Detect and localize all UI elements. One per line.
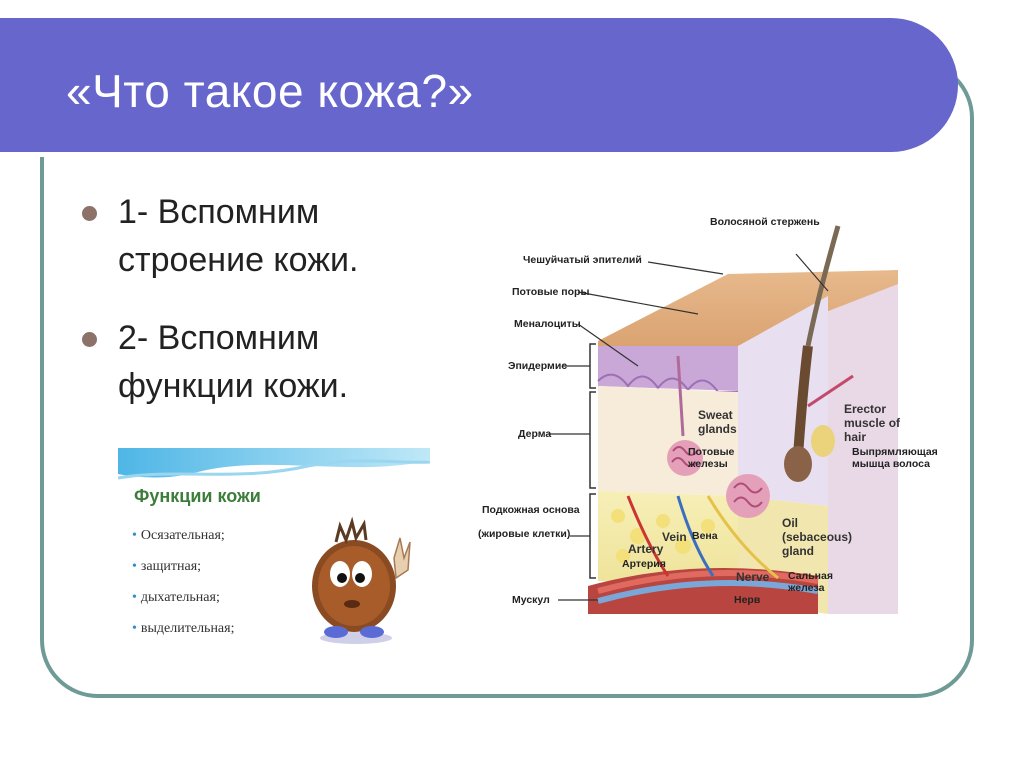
- label-epidermis: Эпидермис: [508, 360, 568, 372]
- card-title: Функции кожи: [134, 486, 261, 506]
- skin-cross-section-illustration: [548, 225, 898, 614]
- label-oil-gland-en: Oil (sebaceous) gland: [782, 516, 853, 558]
- label-vein-en: Vein: [662, 530, 687, 544]
- bullet-item: 1- Вспомним строение кожи.: [82, 188, 442, 284]
- label-muscle: Мускул: [512, 594, 550, 606]
- label-scaly-epithelium: Чешуйчатый эпителий: [523, 254, 642, 266]
- bullet-dot: [82, 206, 97, 221]
- label-dermis: Дерма: [518, 428, 552, 440]
- card-list-item: •защитная;: [132, 559, 202, 574]
- label-fat-cells: (жировые клетки): [478, 528, 571, 540]
- card-list-item: •дыхательная;: [132, 590, 220, 605]
- label-subcutaneous: Подкожная основа: [482, 504, 580, 516]
- bullet-dot: [82, 332, 97, 347]
- skin-structure-diagram: Волосяной стержень Чешуйчатый эпителий П…: [478, 196, 948, 616]
- card-wave-banner: [118, 448, 430, 480]
- bullet-text: 2- Вспомним функции кожи.: [118, 319, 349, 405]
- label-hair-shaft: Волосяной стержень: [710, 216, 820, 228]
- label-melanocytes: Меналоциты: [514, 318, 581, 330]
- label-sweat-pores: Потовые поры: [512, 286, 590, 298]
- title-bar: «Что такое кожа?»: [0, 18, 958, 157]
- bullet-list: 1- Вспомним строение кожи. 2- Вспомним ф…: [82, 188, 442, 440]
- label-nerve-ru: Нерв: [734, 594, 761, 606]
- title-underline: [0, 152, 903, 157]
- label-sweat-glands-ru: Потовые железы: [688, 446, 735, 470]
- label-nerve-en: Nerve: [736, 570, 770, 584]
- label-artery-en: Artery: [628, 542, 664, 556]
- label-erector-en: Erector muscle of hair: [844, 402, 901, 444]
- bullet-item: 2- Вспомним функции кожи.: [82, 314, 442, 410]
- card-list-item: •выделительная;: [132, 621, 235, 636]
- label-vein-ru: Вена: [692, 530, 718, 542]
- fuzzy-mascot-illustration: [312, 516, 411, 644]
- label-artery-ru: Артерия: [622, 558, 666, 570]
- label-sweat-glands-en: Sweat glands: [698, 408, 737, 436]
- label-erector-ru: Выпрямляющая мышца волоса: [852, 446, 938, 470]
- slide-title: «Что такое кожа?»: [66, 65, 474, 117]
- card-list-item: •Осязательная;: [132, 528, 225, 543]
- label-sebaceous-ru: Сальная железа: [788, 570, 833, 594]
- bullet-text: 1- Вспомним строение кожи.: [118, 193, 359, 279]
- card-list: •Осязательная; •защитная; •дыхательная; …: [132, 528, 234, 652]
- skin-functions-card: Функции кожи •Осязательная; •защитная; •…: [118, 448, 430, 670]
